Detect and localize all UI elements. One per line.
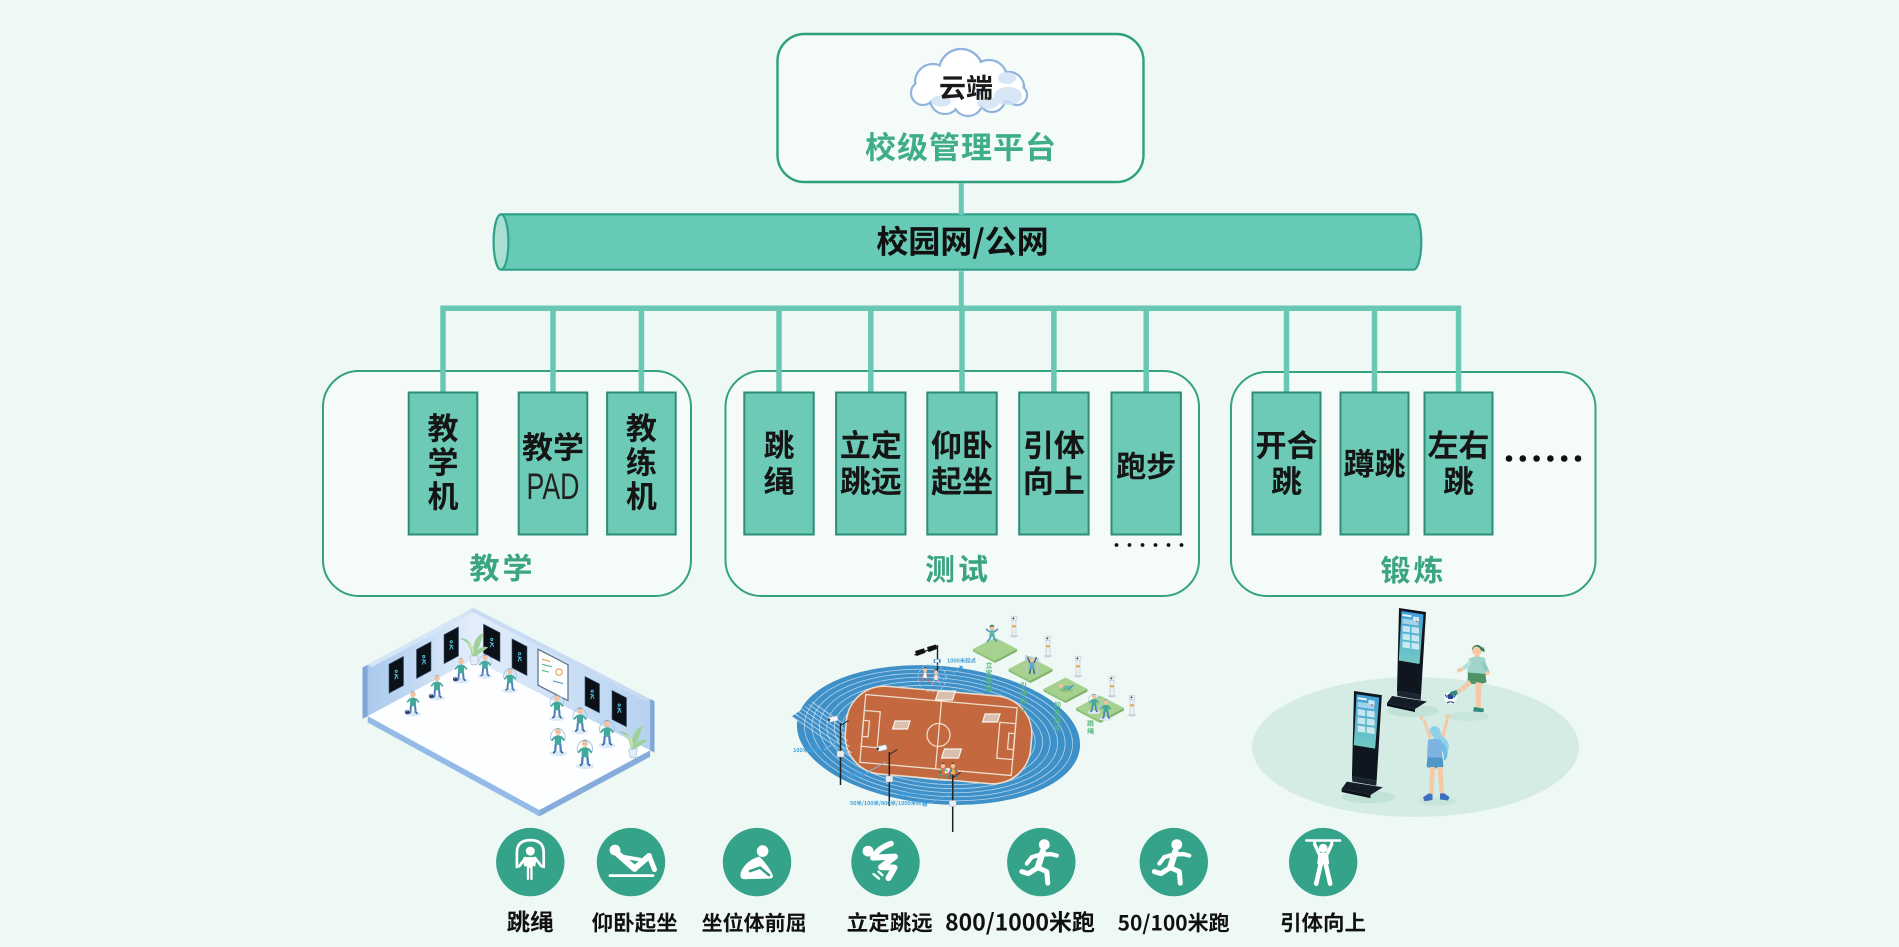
svg-text:PAD: PAD bbox=[527, 466, 580, 507]
